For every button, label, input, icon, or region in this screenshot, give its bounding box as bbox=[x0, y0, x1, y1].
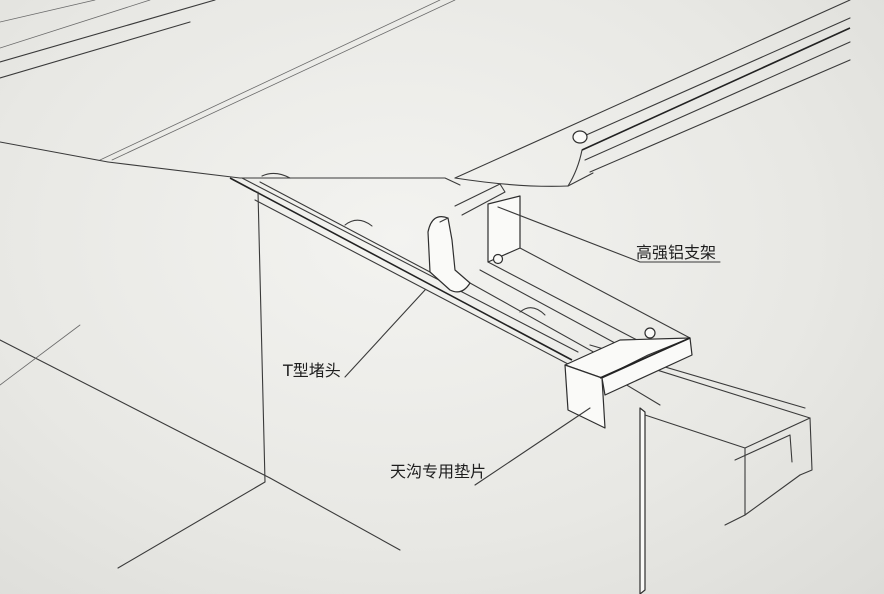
gutter-body bbox=[229, 172, 651, 379]
gutter-pad-label: 天沟专用垫片 bbox=[390, 462, 487, 481]
t-end-cap-label: T型堵头 bbox=[283, 361, 341, 380]
bracket-leader bbox=[497, 206, 721, 263]
wall-lines bbox=[0, 191, 401, 569]
gutter-pad bbox=[564, 327, 693, 429]
t-end-cap bbox=[427, 183, 506, 293]
bracket-label: 高强铝支架 bbox=[636, 243, 717, 262]
seam-roll bbox=[572, 130, 588, 144]
bolt-2 bbox=[644, 327, 656, 339]
roof-panel-ribs bbox=[0, 0, 456, 179]
gutter-pad-leader bbox=[474, 407, 591, 486]
roof-eave bbox=[239, 149, 583, 187]
leader-lines bbox=[344, 206, 721, 486]
bolt-1 bbox=[492, 253, 504, 265]
t-end-cap-leader bbox=[344, 289, 426, 378]
panel-seam bbox=[454, 0, 851, 187]
